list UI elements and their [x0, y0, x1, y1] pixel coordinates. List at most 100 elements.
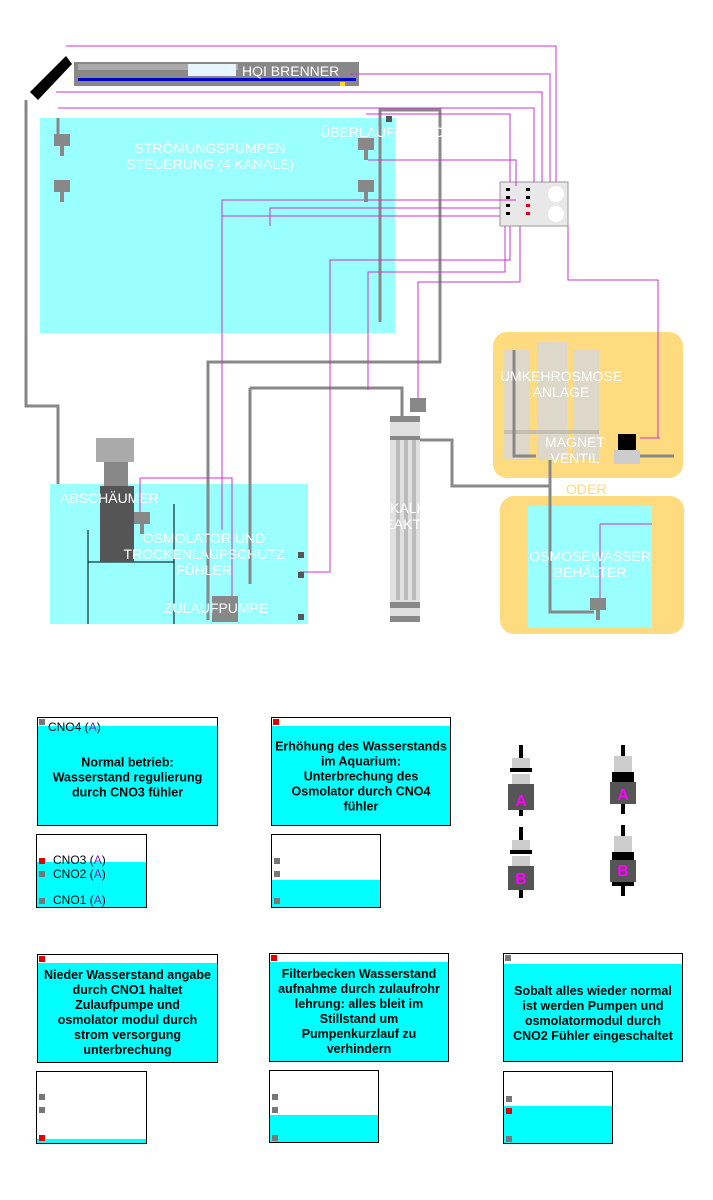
panel5-line1: Sobalt alles wieder normal: [514, 983, 672, 998]
cno4-label: CNO4 (A): [48, 720, 101, 734]
cno1-marker-active: [39, 1135, 45, 1141]
cno1-label: CNO1 (A): [53, 893, 106, 907]
panel2-line1: Erhöhung des Wasserstands: [275, 739, 447, 754]
cno3-marker: [39, 858, 45, 864]
panel4-line1: Filterbecken Wasserstand: [281, 966, 437, 981]
sensor-marker: [39, 1094, 45, 1100]
kalkreaktor-line1: KALK: [390, 500, 426, 516]
tank-state-normal: CNO3 (A) CNO2 (A) CNO1 (A): [36, 834, 147, 908]
panel1-line3: durch CNO3 fühler: [71, 785, 184, 800]
info-panel-filter-sump: Filterbecken Wasserstand aufnahme durch …: [269, 953, 449, 1062]
cno3-label: CNO3 (A): [53, 853, 106, 867]
cno2-marker-active: [506, 1108, 512, 1114]
tank-state-low: [36, 1071, 147, 1144]
panel5-line2: ist werden Pumpen und: [522, 998, 664, 1013]
sensor-a-up: A: [508, 745, 534, 816]
float-sensors: [298, 116, 392, 620]
cno2-tag: A: [93, 867, 102, 881]
cno2-marker: [39, 871, 45, 877]
skimmer: [96, 438, 134, 562]
cno1-name: CNO1: [53, 893, 87, 907]
water-level: [270, 1115, 378, 1142]
magnetventil-line2: VENTIL: [550, 450, 600, 466]
panel4-line6: verhindern: [326, 1041, 392, 1056]
cno3-tag: A: [93, 853, 102, 867]
magnet-valve: [614, 434, 640, 464]
umkehrosmose-label: UMKEHROSMOSE ANLAGE: [486, 368, 636, 400]
wires: [56, 45, 660, 604]
tank-state-high: [271, 834, 381, 908]
stroemung-label-line1: STRÖMUNGSPUMPEN: [134, 140, 286, 156]
stroemung-label-line2: STEUERUNG (4 KANALE): [125, 156, 295, 172]
umkehrosmose-line2: ANLAGE: [532, 384, 590, 400]
osmolator-line2: TROCKENLAUFSCHUTZ: [123, 546, 285, 562]
sensor-marker: [274, 898, 280, 904]
panel5-line4: CNO2 Fühler eingeschaltet: [513, 1028, 673, 1043]
oder-label: ODER: [566, 481, 607, 497]
panel3-line6: unterbrechung: [83, 1042, 172, 1057]
sensor-marker: [506, 1096, 512, 1102]
panel4-line5: Pumpenkurzlauf zu: [301, 1026, 417, 1041]
panel2-line3: Unterbrechung des: [303, 769, 419, 784]
info-panel-recovery: Sobalt alles wieder normal ist werden Pu…: [503, 953, 683, 1062]
info-panel-high-water: Erhöhung des Wasserstands im Aquarium: U…: [271, 717, 451, 826]
sensor-marker: [274, 858, 280, 864]
cno1-tag: A: [93, 893, 102, 907]
sensor-b-up: B: [508, 827, 534, 898]
osmolator-label: OSMOLATOR UND TROCKENLAUFSCHUTZ FÜHLER: [104, 530, 304, 578]
cno2-name: CNO2: [53, 867, 87, 881]
sensor-b-down-letter: B: [617, 863, 629, 880]
hqi-label: HQI BRENNER: [242, 63, 340, 79]
cno2-label: CNO2 (A): [53, 867, 106, 881]
osmolator-line1: OSMOLATOR UND: [142, 530, 266, 546]
sensor-marker: [274, 871, 280, 877]
sensor-marker: [506, 1136, 512, 1142]
info-panel-low-water: Nieder Wasserstand angabe durch CNO1 hal…: [37, 954, 218, 1063]
water-level: [272, 879, 380, 907]
sensor-marker: [272, 1135, 278, 1141]
water-level: [504, 1106, 612, 1143]
sensor-marker: [39, 1107, 45, 1113]
panel2-line2: im Aquarium:: [320, 754, 402, 769]
panel2-line5: fühler: [343, 799, 379, 814]
tank-state-sump: [269, 1070, 379, 1143]
panel4-line4: Stillstand um: [319, 1011, 399, 1026]
tank-state-recovery: [503, 1071, 613, 1144]
cno4-tag: A: [88, 720, 97, 734]
panel3-line5: strom versorgung: [74, 1027, 181, 1042]
ueberlauf-label: ÜBERLAUFSCHACHT: [320, 124, 463, 140]
kalkreaktor-label: KALK REAKTOR: [368, 500, 448, 532]
panel3-line2: durch CNO1 haltet: [72, 982, 183, 997]
sensor-marker: [272, 1094, 278, 1100]
cno4-name: CNO4: [48, 720, 82, 734]
sensor-a-down: A: [610, 745, 636, 814]
panel3-line3: Zulaufpumpe und: [75, 997, 180, 1012]
magnetventil-label: MAGNET VENTIL: [530, 434, 620, 466]
calcium-reactor: [390, 398, 426, 622]
stroemung-label: STRÖMUNGSPUMPEN STEUERUNG (4 KANALE): [110, 140, 310, 172]
controller-box: [499, 181, 569, 227]
panel4-line2: aufnahme durch zulaufrohr: [278, 981, 440, 996]
water-level: [37, 862, 146, 907]
kalkreaktor-line2: REAKTOR: [374, 516, 442, 532]
osmosewasser-line2: BEHÄLTER: [553, 564, 627, 580]
sensor-marker-red: [39, 956, 45, 962]
osmosewasser-label: OSMOSEWASSER BEHÄLTER: [520, 548, 660, 580]
cno3-name: CNO3: [53, 853, 87, 867]
pipes: [24, 100, 674, 620]
cno1-marker: [39, 898, 45, 904]
sensor-marker: [505, 955, 511, 961]
sensor-marker: [272, 1107, 278, 1113]
panel1-line2: Wasserstand regulierung: [52, 770, 203, 785]
sensor-marker: [39, 719, 45, 725]
panel3-line1: Nieder Wasserstand angabe: [44, 967, 211, 982]
panel4-line3: lehrung: alles bleit im: [294, 996, 424, 1011]
sensor-a-up-letter: A: [515, 793, 527, 810]
sensor-b-down: B: [610, 825, 636, 896]
panel3-line4: osmolator modul durch: [57, 1012, 198, 1027]
ro-filters: [504, 342, 599, 460]
aquarium-tank: [40, 118, 395, 333]
abschaeumer-label: ABSCHÄUMER: [60, 490, 159, 506]
hqi-lamp: [30, 56, 359, 100]
pump-icons: [54, 134, 606, 622]
